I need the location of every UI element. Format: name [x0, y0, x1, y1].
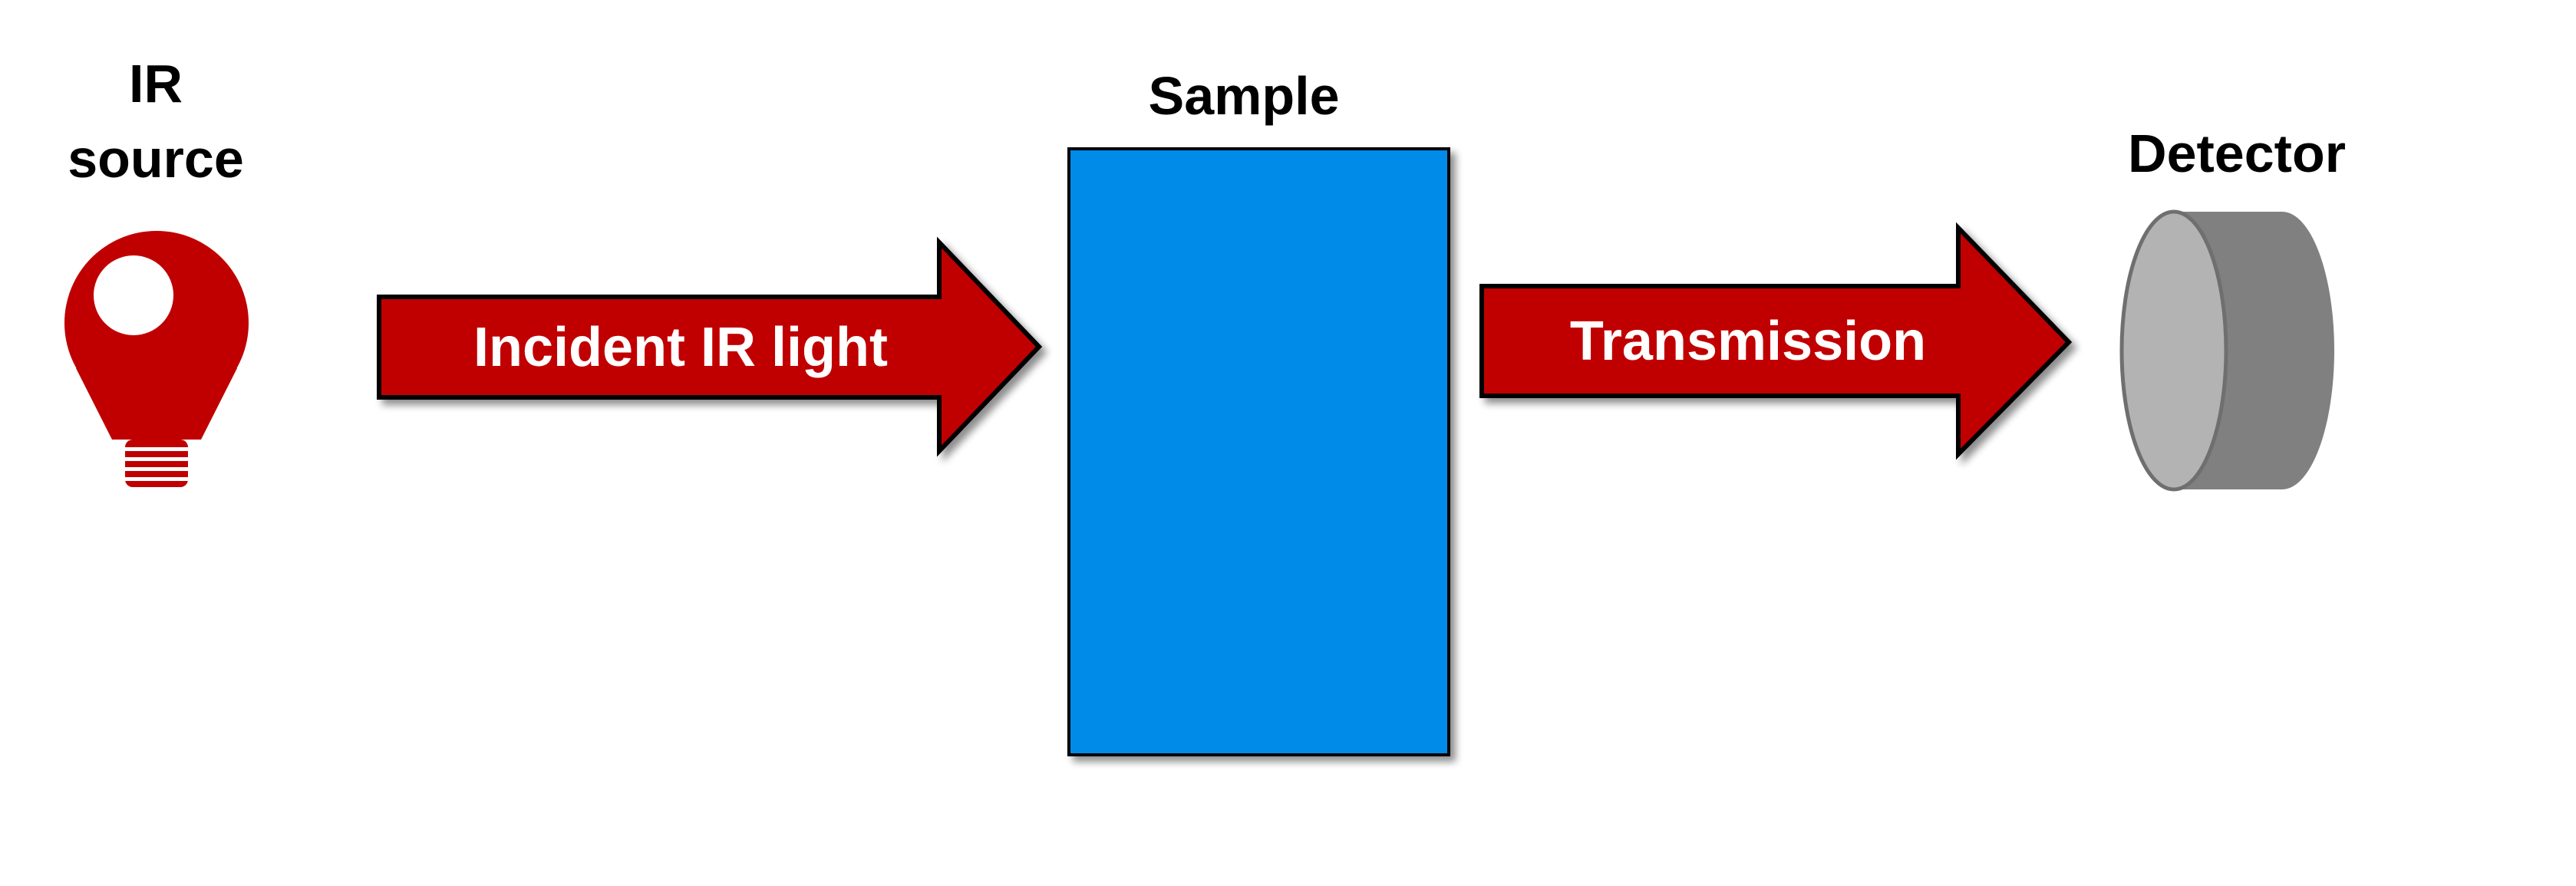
source-label-line2: source [68, 129, 244, 189]
incident-arrow [377, 236, 1043, 457]
lightbulb-icon [64, 231, 249, 487]
detector-label: Detector [2128, 124, 2346, 183]
incident-arrow-label: Incident IR light [473, 317, 888, 378]
detector-cylinder-icon [2119, 209, 2334, 492]
sample-label: Sample [1149, 66, 1340, 126]
transmission-arrow [1479, 222, 2073, 460]
transmission-arrow-label: Transmission [1570, 311, 1926, 372]
bulb-base-icon [125, 440, 188, 487]
source-label-line1: IR [129, 54, 183, 114]
sample-block [1067, 147, 1450, 756]
